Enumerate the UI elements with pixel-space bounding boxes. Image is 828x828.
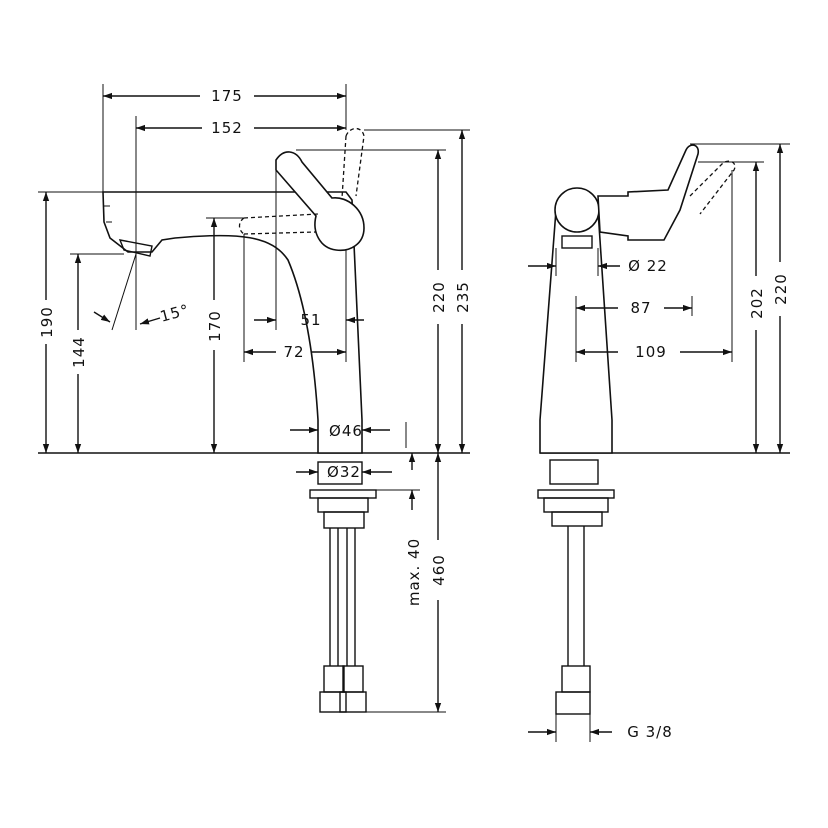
dim-max-40: max. 40 bbox=[405, 538, 423, 606]
dim-diameter-46: Ø46 bbox=[329, 422, 363, 440]
dim-460: 460 bbox=[430, 554, 448, 586]
side-shank-top bbox=[549, 459, 599, 485]
dim-109: 109 bbox=[635, 343, 667, 361]
side-aerator bbox=[561, 235, 593, 249]
dim-235: 235 bbox=[454, 281, 472, 313]
dim-15-degree: 15° bbox=[158, 301, 191, 326]
dim-87: 87 bbox=[630, 299, 651, 317]
lever-handle bbox=[275, 151, 365, 252]
aerator bbox=[118, 239, 153, 257]
handle-forward-position bbox=[238, 213, 319, 235]
mounting-plate bbox=[317, 497, 369, 513]
dim-144: 144 bbox=[70, 336, 88, 368]
side-view: Ø 22 87 109 202 220 G 3/8 bbox=[528, 143, 790, 742]
mounting-bracket bbox=[323, 511, 365, 529]
dim-72: 72 bbox=[283, 343, 304, 361]
dim-51: 51 bbox=[300, 311, 321, 329]
dim-175: 175 bbox=[211, 87, 243, 105]
dim-170: 170 bbox=[206, 310, 224, 342]
dim-g-3-8: G 3/8 bbox=[627, 723, 673, 741]
side-hose-connector bbox=[555, 665, 591, 715]
locknut-ring bbox=[309, 489, 377, 499]
dim-side-220: 220 bbox=[772, 273, 790, 305]
faucet-body bbox=[102, 191, 363, 454]
side-locknut-ring bbox=[537, 489, 615, 499]
side-handle-alt-position bbox=[689, 160, 736, 215]
front-view: 175 152 190 144 15° 170 51 bbox=[38, 84, 472, 713]
side-mounting-plate bbox=[543, 497, 609, 513]
dim-220: 220 bbox=[430, 281, 448, 313]
side-handle-housing bbox=[597, 144, 700, 241]
dim-190: 190 bbox=[38, 306, 56, 338]
dim-diameter-22: Ø 22 bbox=[628, 257, 668, 275]
hose-connector-left bbox=[319, 665, 347, 713]
handle-alt-position bbox=[345, 127, 365, 197]
dim-202: 202 bbox=[748, 287, 766, 319]
dim-152: 152 bbox=[211, 119, 243, 137]
dim-diameter-32: Ø32 bbox=[327, 463, 361, 481]
side-spout-head bbox=[554, 187, 600, 233]
hose-connector-right bbox=[339, 665, 367, 713]
side-mounting-bracket bbox=[551, 511, 603, 527]
